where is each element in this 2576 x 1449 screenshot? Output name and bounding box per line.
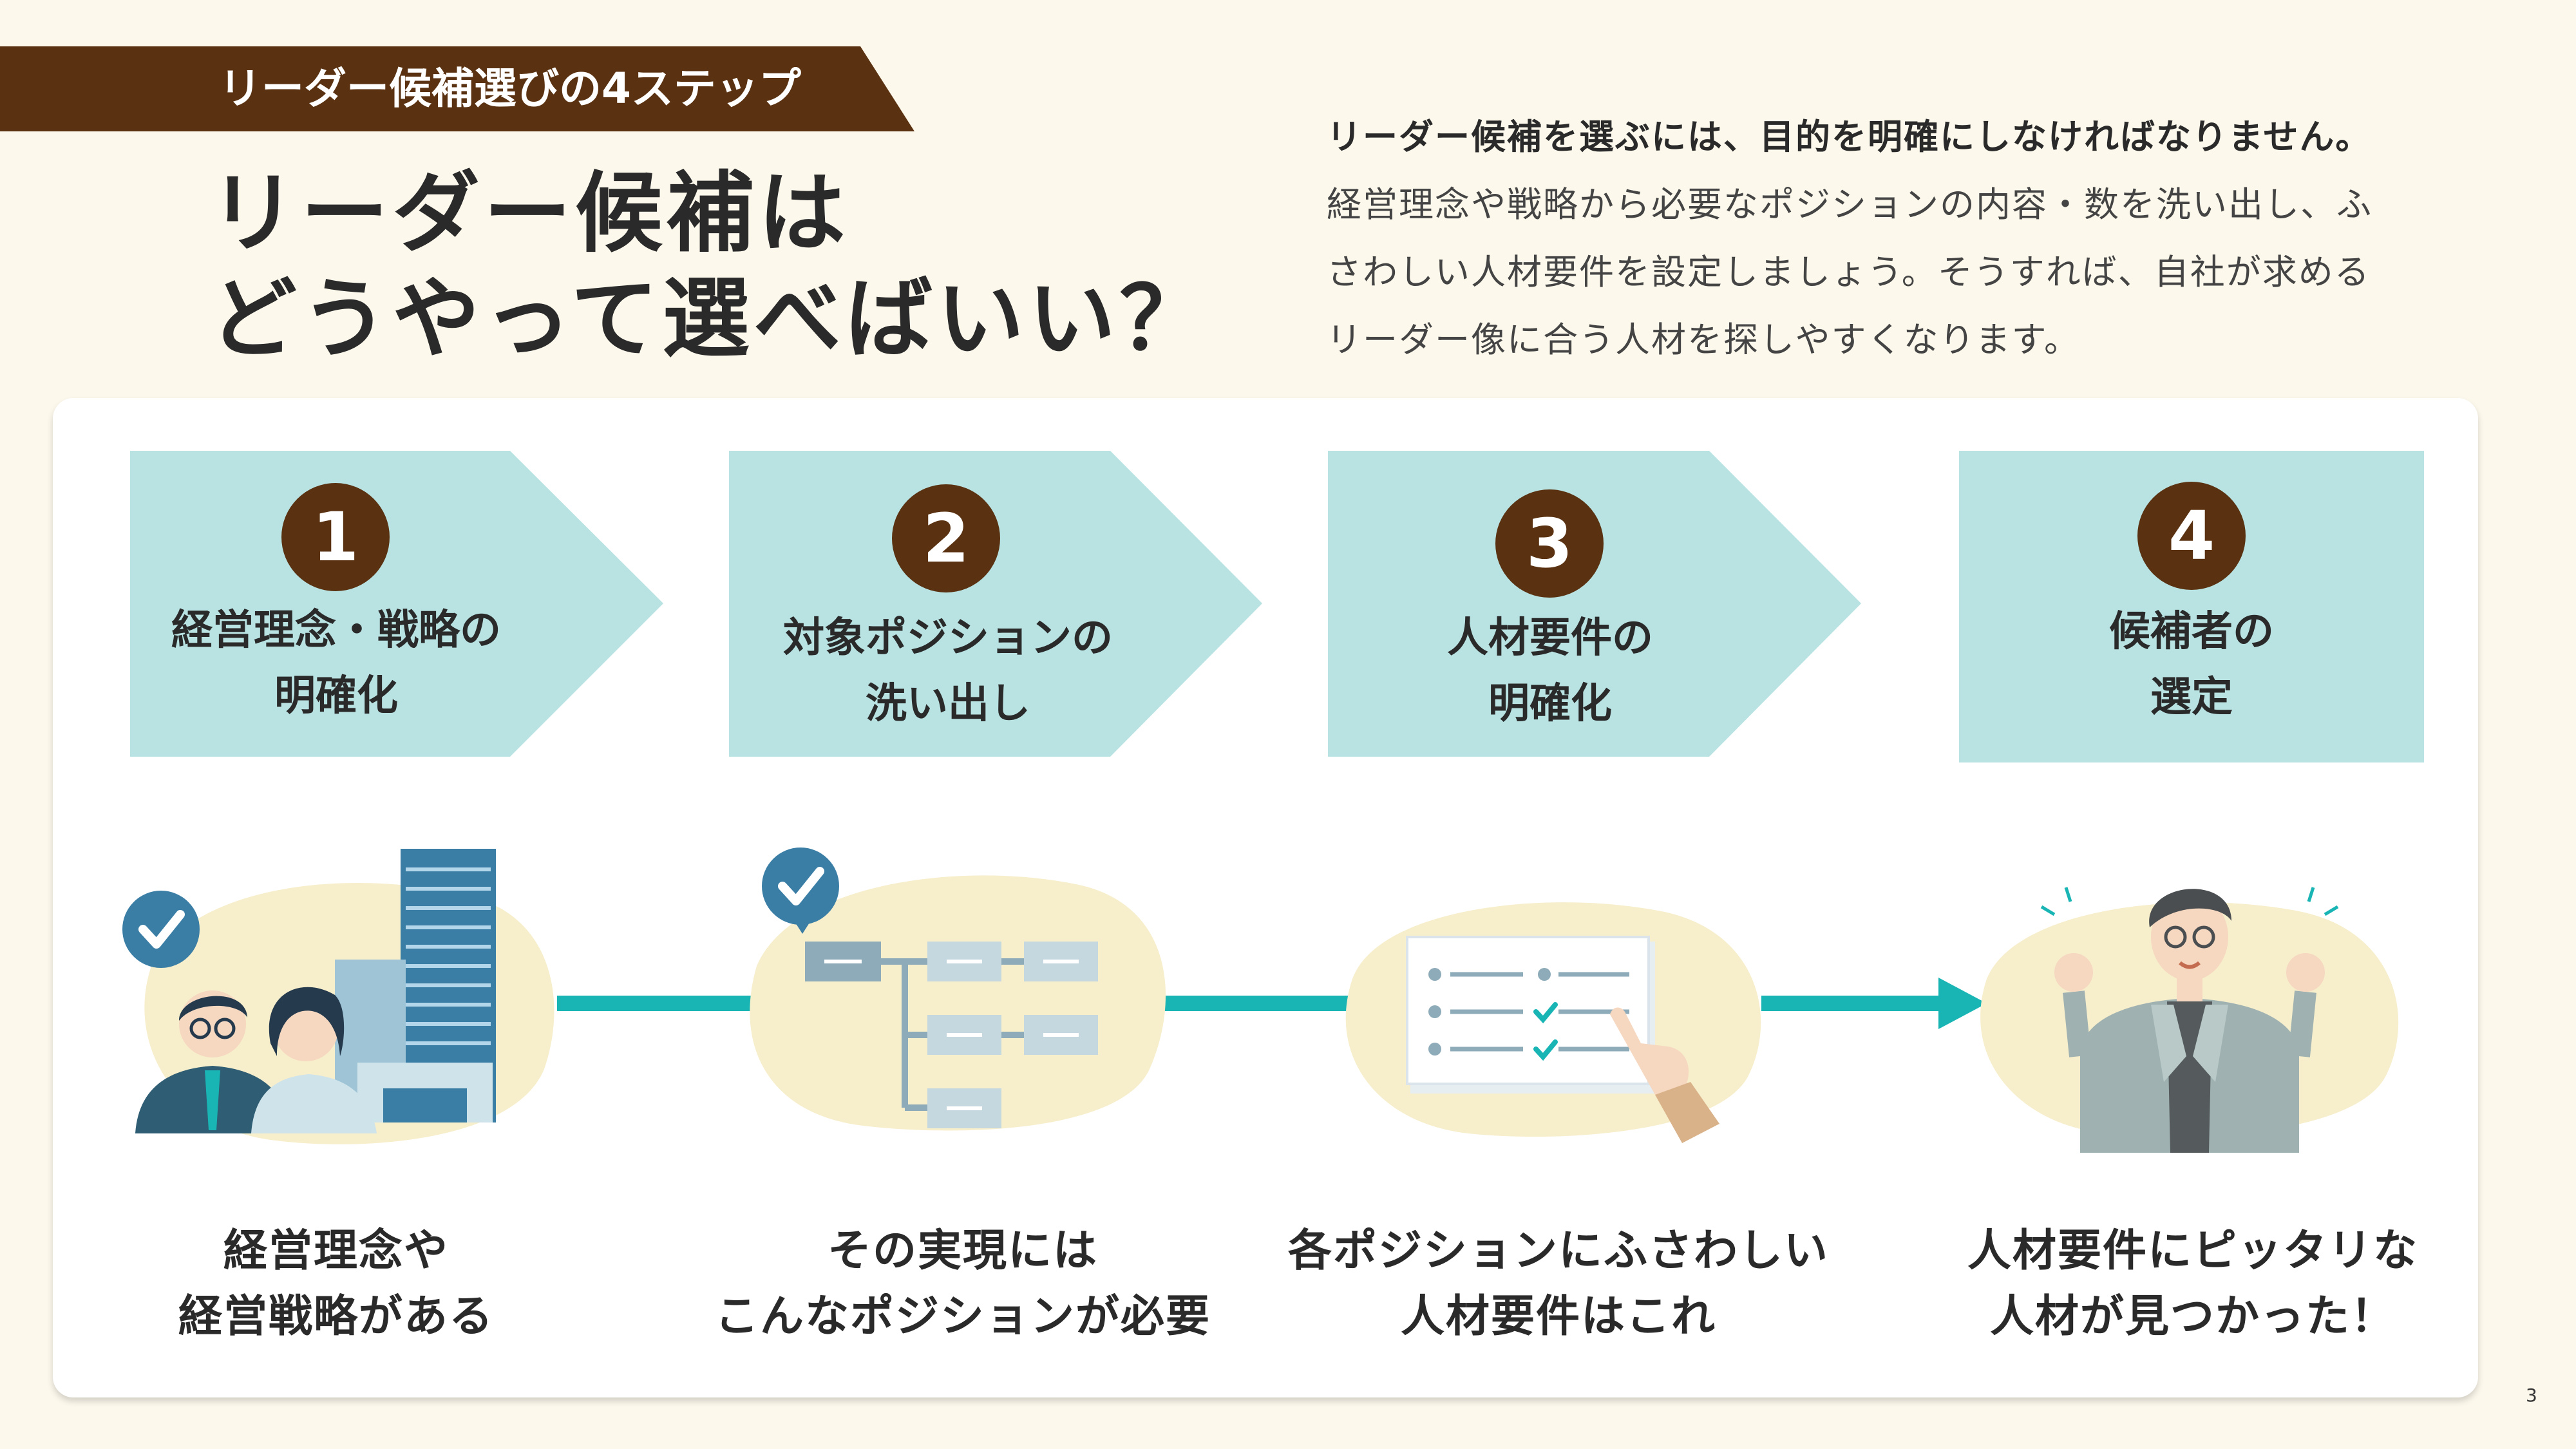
step-4: 4 候補者の 選定 (1959, 451, 2424, 762)
step-3: 3 人材要件の 明確化 (1328, 451, 1862, 757)
step-3-caption-line2: 人材要件はこれ (1400, 1291, 1716, 1342)
intro-text: リーダー候補を選ぶには、目的を明確にしなければなりません。 経営理念や戦略から必… (1327, 103, 2434, 374)
intro-line: リーダー像に合う人材を探しやすくなります。 (1327, 319, 2081, 360)
page-title-line1: リーダー候補は (209, 163, 849, 265)
org-chart-icon (750, 848, 1166, 1131)
step-4-caption-line1: 人材要件にピッタリな (1967, 1226, 2418, 1276)
step-3-caption: 各ポジションにふさわしい 人材要件はこれ (1288, 1218, 1829, 1350)
page-title-line2: どうやって選べばいい？ (209, 269, 1211, 370)
step-4-number-badge: 4 (2137, 482, 2246, 590)
step-2-label-line1: 対象ポジションの (783, 614, 1113, 662)
step-3-label-line1: 人材要件の (1447, 614, 1653, 662)
step-2-chevron-shape (729, 451, 1262, 757)
step-1-caption: 経営理念や 経営戦略がある (130, 1218, 542, 1350)
step-4-caption-line2: 人材が見つかった！ (1989, 1291, 2396, 1342)
page-title: リーダー候補は どうやって選べばいい？ (209, 161, 1211, 372)
section-banner: リーダー候補選びの4ステップ (0, 46, 914, 131)
step-3-label: 人材要件の 明確化 (1328, 605, 1772, 737)
step-4-caption: 人材要件にピッタリな 人材が見つかった！ (1951, 1218, 2434, 1350)
intro-lead: リーダー候補を選ぶには、目的を明確にしなければなりません。 (1327, 117, 2372, 157)
page-number: 3 (2526, 1385, 2537, 1406)
executives-building-icon (122, 849, 554, 1144)
step-1-label-line1: 経営理念・戦略の (171, 607, 501, 654)
step-4-label: 候補者の 選定 (1959, 599, 2424, 730)
step-4-label-line2: 選定 (2150, 674, 2233, 721)
step-2-number-badge: 2 (892, 484, 1000, 592)
step-1-label-line2: 明確化 (274, 672, 398, 720)
step-1: 1 経営理念・戦略の 明確化 (130, 451, 665, 757)
step-3-label-line2: 明確化 (1488, 680, 1612, 728)
step-2-caption: その実現には こんなポジションが必要 (712, 1218, 1214, 1350)
step-2-caption-line2: こんなポジションが必要 (714, 1291, 1211, 1342)
step-1-caption-line2: 経営戦略がある (178, 1291, 494, 1342)
step-3-chevron-shape (1328, 451, 1861, 757)
step-2-caption-line1: その実現には (827, 1226, 1098, 1276)
step-1-caption-line1: 経営理念や (223, 1226, 449, 1276)
step-1-number-badge: 1 (281, 483, 390, 591)
step-2-label-line2: 洗い出し (866, 680, 1030, 728)
step-2: 2 対象ポジションの 洗い出し (729, 451, 1264, 757)
intro-line: 経営理念や戦略から必要なポジションの内容・数を洗い出し、ふ (1327, 184, 2372, 225)
step-3-number-badge: 3 (1495, 489, 1604, 598)
step-2-label: 対象ポジションの 洗い出し (729, 605, 1167, 737)
intro-line: さわしい人材要件を設定しましょう。そうすれば、自社が求める (1327, 252, 2371, 292)
flow-connector (557, 978, 1987, 1029)
step-1-chevron-shape (130, 451, 663, 757)
happy-person-icon (1980, 887, 2399, 1153)
step-4-label-line1: 候補者の (2109, 608, 2274, 656)
checklist-icon (1345, 902, 1761, 1143)
step-1-label: 経営理念・戦略の 明確化 (130, 598, 542, 729)
step-3-caption-line1: 各ポジションにふさわしい (1288, 1226, 1830, 1276)
